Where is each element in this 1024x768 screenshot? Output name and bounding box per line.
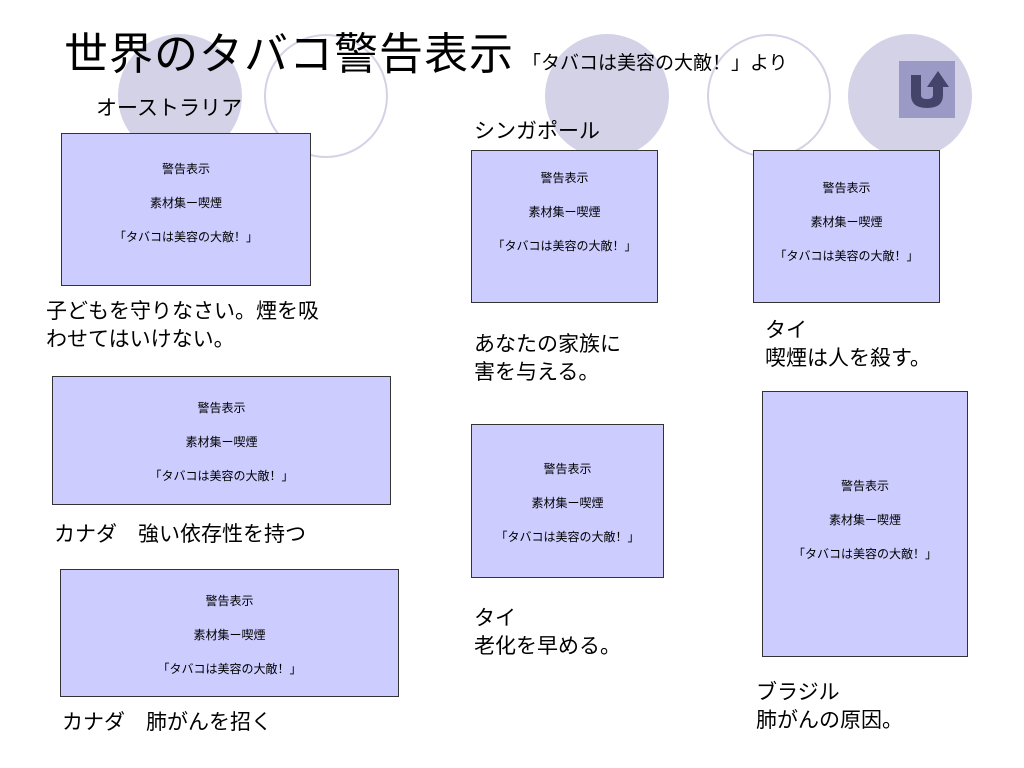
card-line2: 素材集ー喫煙 (531, 496, 604, 510)
label-brazil-line1: ブラジル (756, 680, 840, 704)
card-line1: 警告表示 (197, 401, 246, 415)
label-thai-2-line2: 老化を早める。 (474, 634, 621, 658)
title-main: 世界のタバコ警告表示 (64, 29, 514, 80)
title-source: 「タバコは美容の大敵！」より (522, 52, 788, 74)
label-singapore-header: シンガポール (474, 119, 600, 143)
card-line1: 警告表示 (540, 171, 589, 185)
decor-circle-3 (545, 34, 669, 158)
warning-card-thai-2: 警告表示 素材集ー喫煙 「タバコは美容の大敵！」 (471, 424, 664, 578)
card-line2: 素材集ー喫煙 (528, 205, 601, 219)
label-thai-1-line2: 喫煙は人を殺す。 (765, 346, 931, 370)
warning-card-australia: 警告表示 素材集ー喫煙 「タバコは美容の大敵！」 (61, 133, 311, 286)
return-button[interactable] (899, 61, 955, 118)
card-line3: 「タバコは美容の大敵！」 (113, 230, 258, 244)
label-thai-2-line1: タイ (474, 606, 516, 630)
label-australia-line1: 子どもを守りなさい。煙を吸 (46, 299, 319, 323)
warning-card-singapore: 警告表示 素材集ー喫煙 「タバコは美容の大敵！」 (471, 150, 658, 303)
decor-circle-2 (264, 34, 388, 158)
slide-title: 世界のタバコ警告表示「タバコは美容の大敵！」より (64, 18, 788, 82)
card-line1: 警告表示 (161, 162, 210, 176)
label-singapore-line1: あなたの家族に (474, 332, 621, 356)
warning-card-canada-2: 警告表示 素材集ー喫煙 「タバコは美容の大敵！」 (60, 569, 399, 697)
label-australia-line2: わせてはいけない。 (46, 327, 235, 351)
return-arrow-icon (911, 71, 949, 108)
warning-card-thai-1: 警告表示 素材集ー喫煙 「タバコは美容の大敵！」 (753, 150, 940, 303)
label-thai-1-line1: タイ (765, 318, 807, 342)
warning-card-canada-1: 警告表示 素材集ー喫煙 「タバコは美容の大敵！」 (52, 376, 391, 505)
card-line3: 「タバコは美容の大敵！」 (492, 239, 637, 253)
label-singapore-line2: 害を与える。 (474, 360, 600, 384)
card-line1: 警告表示 (822, 181, 871, 195)
label-canada-2: カナダ 肺がんを招く (62, 710, 272, 734)
card-line3: 「タバコは美容の大敵！」 (495, 530, 640, 544)
label-australia-header: オーストラリア (96, 96, 242, 120)
label-canada-1: カナダ 強い依存性を持つ (54, 522, 306, 546)
label-brazil-line2: 肺がんの原因。 (756, 708, 903, 732)
label-brazil: ブラジル 肺がんの原因。 (756, 678, 903, 734)
card-line1: 警告表示 (543, 462, 592, 476)
card-line3: 「タバコは美容の大敵！」 (792, 547, 937, 561)
card-line1: 警告表示 (840, 479, 889, 493)
card-line3: 「タバコは美容の大敵！」 (774, 249, 919, 263)
card-line2: 素材集ー喫煙 (828, 513, 901, 527)
label-singapore: あなたの家族に 害を与える。 (474, 330, 621, 386)
card-line2: 素材集ー喫煙 (810, 215, 883, 229)
card-line3: 「タバコは美容の大敵！」 (157, 662, 302, 676)
card-line2: 素材集ー喫煙 (185, 435, 258, 449)
label-thai-1: タイ 喫煙は人を殺す。 (765, 316, 931, 372)
label-thai-2: タイ 老化を早める。 (474, 604, 621, 660)
card-line1: 警告表示 (205, 594, 254, 608)
warning-card-brazil: 警告表示 素材集ー喫煙 「タバコは美容の大敵！」 (762, 391, 968, 657)
card-line2: 素材集ー喫煙 (193, 628, 266, 642)
card-line2: 素材集ー喫煙 (149, 196, 222, 210)
label-australia: 子どもを守りなさい。煙を吸 わせてはいけない。 (46, 297, 319, 353)
card-line3: 「タバコは美容の大敵！」 (149, 469, 294, 483)
